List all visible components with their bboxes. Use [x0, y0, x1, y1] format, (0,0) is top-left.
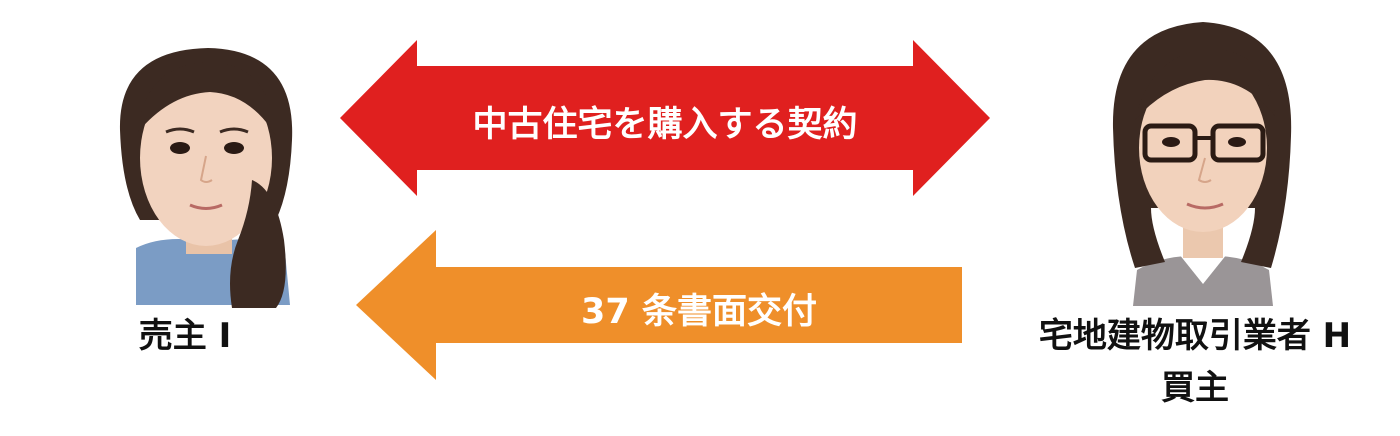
seller-portrait — [119, 48, 293, 308]
buyer-label-line1: 宅地建物取引業者 H — [1038, 316, 1352, 356]
document-arrow-shape — [356, 230, 962, 380]
buyer-label-line2: 買主 — [1161, 368, 1229, 408]
buyer-portrait — [1112, 22, 1292, 306]
document-arrow-label: 37 条書面交付 — [581, 292, 817, 332]
contract-arrow — [340, 40, 990, 196]
contract-arrow-shape — [340, 40, 990, 196]
contract-arrow-label: 中古住宅を購入する契約 — [472, 105, 858, 145]
seller-label: 売主 I — [138, 316, 232, 356]
document-arrow — [356, 230, 962, 380]
